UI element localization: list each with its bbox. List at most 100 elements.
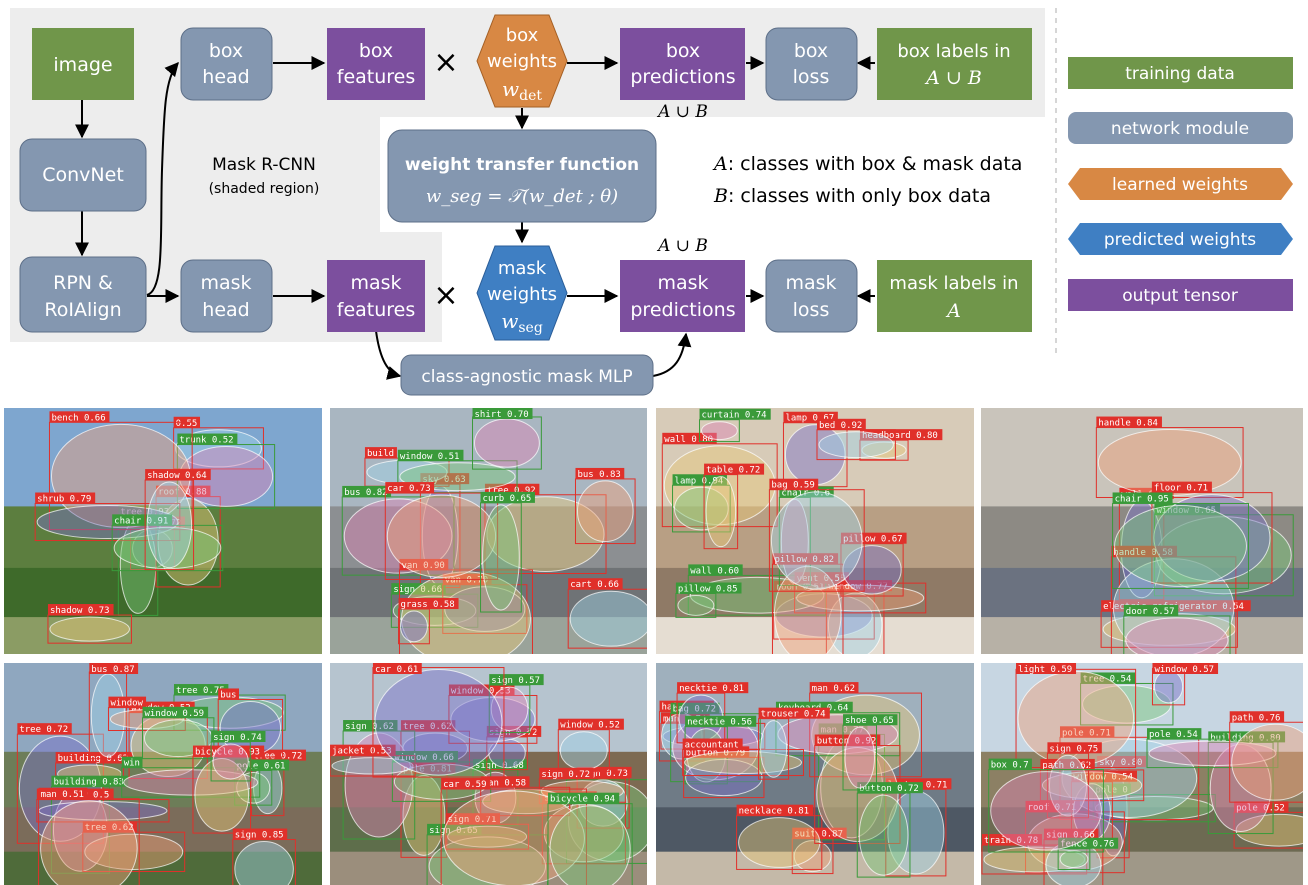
instance-mask xyxy=(818,431,894,459)
detection-box xyxy=(771,563,844,654)
svg-text:weights: weights xyxy=(487,284,557,305)
instance-mask xyxy=(990,771,1102,851)
box-weights-node: box weights wdet xyxy=(476,14,568,108)
detection-label: button 0.92 xyxy=(817,737,877,747)
instance-mask xyxy=(1209,743,1272,833)
instance-mask xyxy=(1153,669,1184,704)
detection-label-bg xyxy=(1025,800,1080,812)
detection-label: sky 0.63 xyxy=(422,475,465,485)
detection-label: shadow 0.73 xyxy=(50,606,110,616)
detection-box xyxy=(384,492,499,580)
detection-label-bg xyxy=(1123,604,1179,616)
photo-background xyxy=(330,851,647,885)
detection-label-bg xyxy=(234,759,290,771)
detection-label-bg xyxy=(840,532,907,544)
detection-label-bg xyxy=(1047,742,1102,754)
detection-label: shoe 0.65 xyxy=(845,716,894,726)
detection-label-bg xyxy=(677,682,749,694)
instance-mask xyxy=(474,418,540,468)
mask-features-node: mask features xyxy=(327,260,425,332)
detection-label: pole 0 xyxy=(1095,786,1128,796)
detection-label-bg xyxy=(108,696,147,708)
detection-label-bg xyxy=(400,720,456,732)
instance-mask xyxy=(738,817,821,868)
detection-label: sign 0.66 xyxy=(1046,831,1095,841)
detection-label-bg xyxy=(145,469,211,481)
instance-mask xyxy=(549,805,631,885)
detection-label-bg xyxy=(112,514,173,526)
detection-box xyxy=(567,588,647,649)
detection-label: pillow 0.85 xyxy=(678,585,738,595)
detection-label-bg xyxy=(397,449,464,461)
detection-box xyxy=(38,798,140,885)
instance-mask xyxy=(386,494,497,578)
detection-label: window 0.57 xyxy=(1154,665,1214,675)
instance-mask xyxy=(447,825,528,848)
detection-label-bg xyxy=(1234,801,1289,813)
detection-label: headboard 0.80 xyxy=(862,431,938,441)
svg-text:box: box xyxy=(506,25,539,46)
detection-label: sign 0.74 xyxy=(213,733,262,743)
detection-label: window 0.59 xyxy=(145,709,205,719)
detection-label: roof 0.71 xyxy=(1028,803,1077,813)
detection-label-bg xyxy=(988,758,1032,770)
instance-mask xyxy=(827,592,883,654)
detection-label-bg xyxy=(17,723,72,735)
detection-label: pole 0.61 xyxy=(237,761,286,771)
photo-background xyxy=(4,617,322,654)
detection-label: sign 0.71 xyxy=(448,815,497,825)
detection-label: van 0.90 xyxy=(401,561,444,571)
svg-text:predictions: predictions xyxy=(630,299,735,321)
detection-label-bg xyxy=(385,482,435,494)
instance-mask xyxy=(844,726,875,789)
detection-label-bg xyxy=(398,598,459,610)
instance-mask xyxy=(236,771,271,804)
detection-label: win xyxy=(124,759,140,769)
svg-text:ConvNet: ConvNet xyxy=(42,164,124,186)
detection-label: bus xyxy=(220,690,236,700)
svg-text:wdet: wdet xyxy=(502,77,542,104)
svg-text:output tensor: output tensor xyxy=(1122,286,1238,306)
instance-mask xyxy=(674,486,729,531)
detection-label: 0.55 xyxy=(176,419,198,429)
detection-label: window 0.66 xyxy=(394,753,454,763)
detection-box xyxy=(775,712,901,757)
detection-label: man 0.58 xyxy=(483,778,526,788)
detection-label: path 0.62 xyxy=(1042,761,1091,771)
detection-label: tree 0.54 xyxy=(1083,674,1132,684)
detection-label: necktie 0.56 xyxy=(687,718,752,728)
image-node: image xyxy=(32,28,134,100)
detection-label-bg xyxy=(1097,756,1146,768)
detection-label: curb 0.65 xyxy=(483,494,532,504)
detection-label: bicycle 0.94 xyxy=(550,795,615,805)
detection-label-bg xyxy=(480,491,535,503)
detection-label: sign 0.73 xyxy=(579,769,628,779)
svg-text:loss: loss xyxy=(793,299,830,321)
svg-text:RPN &: RPN & xyxy=(53,272,113,294)
svg-text:mask: mask xyxy=(350,272,401,294)
detection-label-bg xyxy=(399,558,449,570)
instance-mask xyxy=(442,790,585,885)
arrows xyxy=(75,56,875,380)
detection-label: pole 0.52 xyxy=(1236,803,1285,813)
detection-label: bench 0.66 xyxy=(51,413,105,423)
detection-label-bg xyxy=(1044,828,1099,840)
detection-label-bg xyxy=(675,582,742,594)
detection-label-bg xyxy=(372,663,422,674)
detection-label-bg xyxy=(772,553,839,565)
detection-label-bg xyxy=(688,564,743,576)
detection-label: suit 0.87 xyxy=(794,830,843,840)
mask-rcnn-title: Mask R-CNN xyxy=(212,155,316,175)
detection-label-bg xyxy=(682,738,743,750)
detection-label-bg xyxy=(232,828,288,840)
detection-box xyxy=(34,503,181,542)
detection-label: pillow 0.67 xyxy=(843,535,903,545)
detection-label: fence 0.76 xyxy=(1060,840,1114,850)
legend-network-module: network module xyxy=(1068,112,1293,144)
detection-box xyxy=(683,756,765,799)
detection-box xyxy=(856,792,911,878)
detection-label: roof 0.88 xyxy=(158,488,207,498)
detection-label-bg xyxy=(548,792,620,804)
architecture-diagram: × × image ConvNet RPN & RoIAlign box hea… xyxy=(10,8,1293,396)
